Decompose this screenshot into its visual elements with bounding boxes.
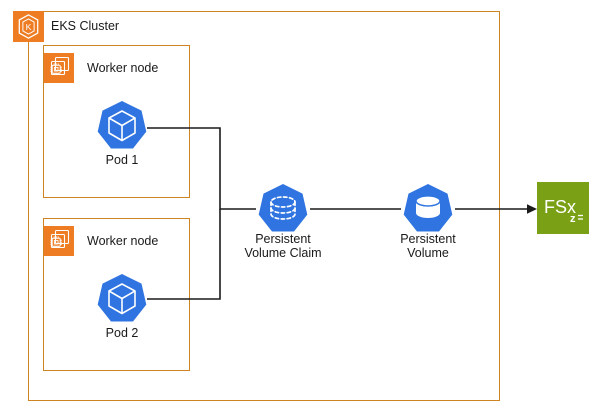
svg-text:FSx: FSx — [544, 197, 576, 217]
svg-text:K: K — [26, 22, 32, 32]
worker-node-1-label: Worker node — [87, 61, 159, 75]
pod-1-label: Pod 1 — [105, 153, 139, 167]
eks-cluster-label: EKS Cluster — [51, 19, 120, 33]
kubernetes-pod-icon — [95, 272, 149, 326]
kubernetes-pvc-icon — [256, 182, 310, 236]
arrowhead-icon — [527, 204, 537, 214]
persistent-volume-claim-label: Persistent Volume Claim — [244, 232, 322, 260]
aws-fsx-icon: FSx z — [537, 182, 589, 234]
pod-2-label: Pod 2 — [105, 326, 139, 340]
kubernetes-pod-icon — [95, 99, 149, 153]
worker-node-2-label: Worker node — [87, 234, 159, 248]
eks-cluster-icon: K — [13, 11, 44, 42]
persistent-volume-label: Persistent Volume — [400, 232, 456, 260]
worker-node-2-icon — [44, 226, 74, 256]
eks-cluster-group-box — [28, 11, 500, 401]
worker-node-1-icon — [44, 53, 74, 83]
kubernetes-pv-icon — [401, 182, 455, 236]
worker-node-1-group-box — [43, 45, 190, 198]
svg-text:z: z — [570, 213, 576, 225]
